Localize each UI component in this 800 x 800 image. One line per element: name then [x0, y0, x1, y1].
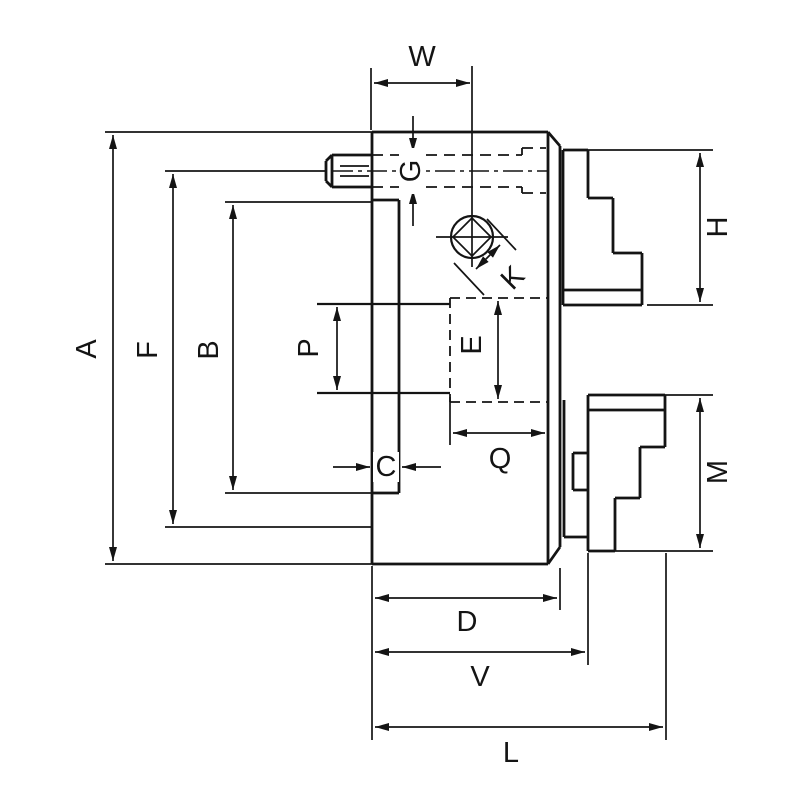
upper-jaw [561, 148, 644, 307]
dim-label-G: G [395, 160, 427, 183]
dim-label-E: E [456, 335, 488, 354]
dim-label-L: L [503, 737, 519, 769]
front-bore-hidden [449, 297, 548, 403]
center-bore-lines [317, 302, 451, 445]
dim-line-K [475, 244, 501, 270]
dim-label-H: H [702, 217, 734, 238]
dim-label-W: W [408, 41, 436, 73]
dim-label-Q: Q [489, 443, 512, 475]
hidden-bolt-hole-lines [333, 147, 548, 194]
key-socket [436, 66, 517, 296]
dim-label-M: M [702, 460, 734, 484]
k-tangent-lines [453, 218, 517, 296]
dim-label-K: K [495, 259, 532, 296]
dimension-labels: A F B P E G H M K W C Q D V L [71, 41, 734, 769]
lower-jaw [562, 393, 667, 553]
dim-label-P: P [293, 338, 325, 357]
dim-label-V: V [470, 661, 490, 693]
label-bg-C [373, 452, 399, 482]
chuck-body-outline [370, 130, 562, 566]
dim-label-F: F [132, 341, 164, 359]
dim-label-B: B [193, 340, 225, 359]
label-bg-G [399, 148, 422, 194]
extension-lines [105, 68, 713, 740]
dim-label-A: A [71, 339, 103, 359]
dim-label-D: D [457, 606, 478, 638]
dim-label-C: C [376, 451, 397, 483]
dimension-lines [109, 79, 704, 731]
